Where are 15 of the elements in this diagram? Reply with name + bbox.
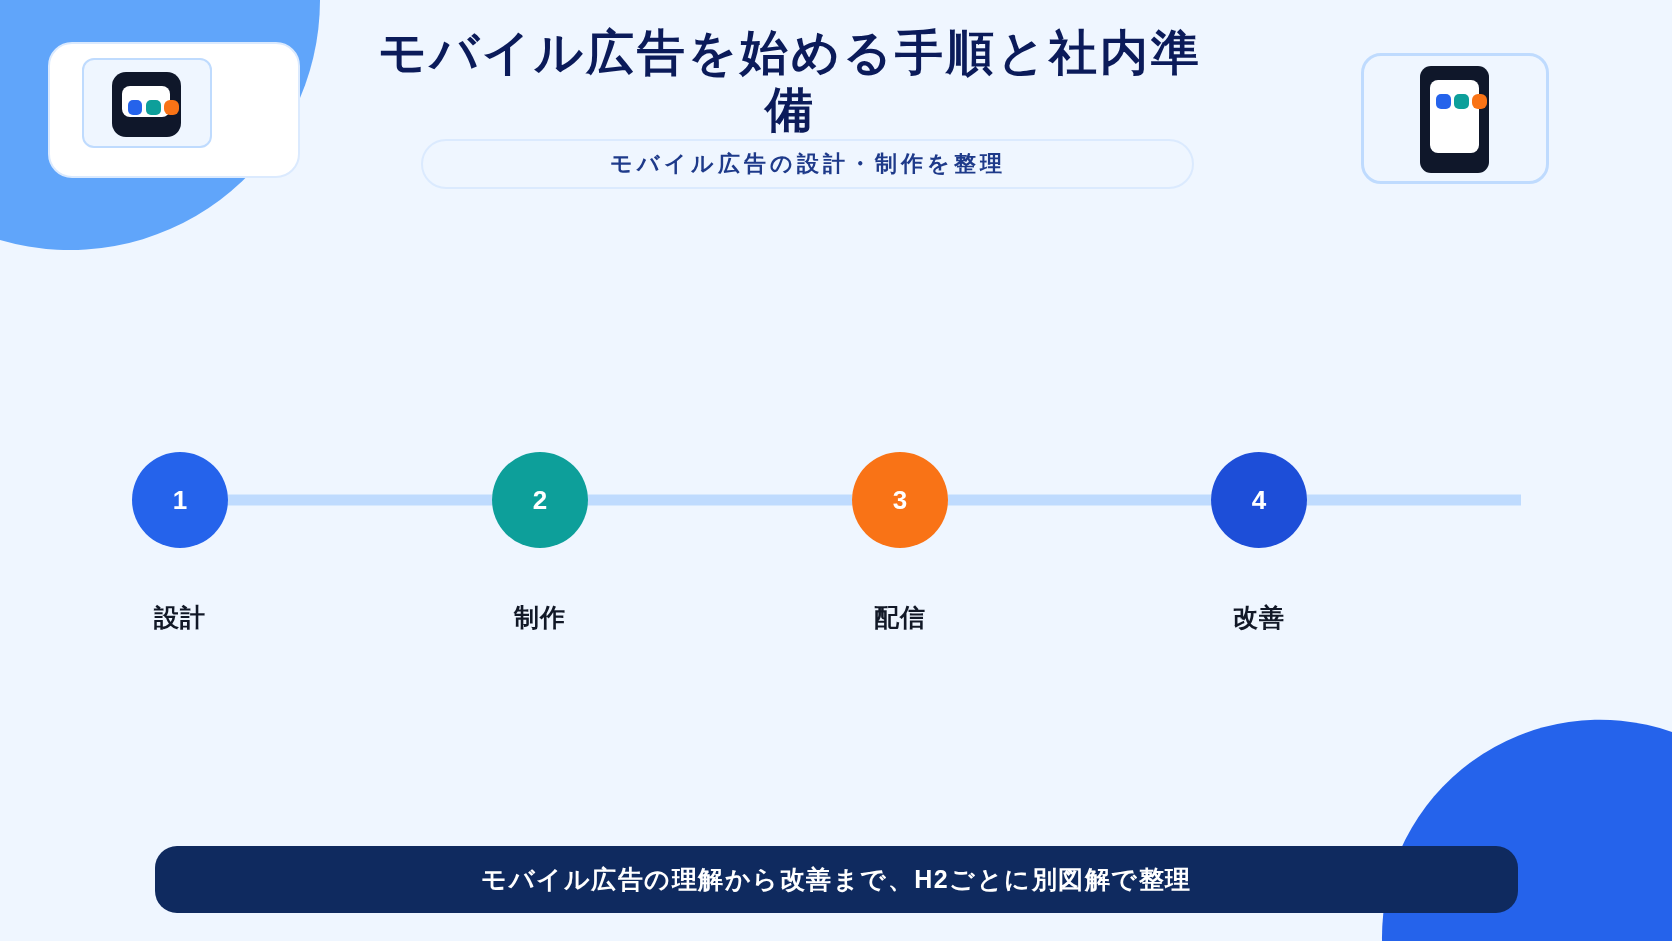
connector-line: [228, 494, 492, 506]
step-label: 制作: [514, 602, 566, 633]
connector-line: [948, 494, 1211, 506]
step-number: 1: [172, 485, 188, 515]
step-label: 配信: [874, 602, 926, 633]
subtitle-pill: モバイル広告の設計・制作を整理: [421, 139, 1194, 189]
connector-line: [588, 494, 852, 506]
title: モバイル広告を始める手順と社内準備: [377, 25, 1203, 138]
connector-line: [1307, 494, 1521, 506]
step-label: 改善: [1233, 602, 1285, 633]
step-label: 設計: [154, 602, 206, 633]
step-number: 3: [892, 485, 908, 515]
summary-banner: モバイル広告の理解から改善まで、H2ごとに別図解で整理: [155, 846, 1518, 913]
step-number: 4: [1251, 485, 1267, 515]
step-number: 2: [532, 485, 548, 515]
